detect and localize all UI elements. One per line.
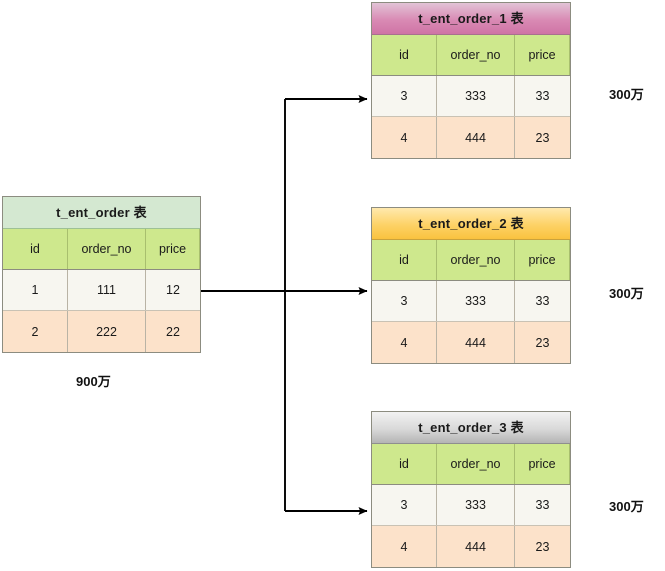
shard-3-cell-price: 23	[515, 526, 570, 567]
source-table-title: t_ent_order 表	[3, 197, 200, 229]
source-column-header-id: id	[3, 229, 68, 269]
shard-table-2-title: t_ent_order_2 表	[372, 208, 570, 240]
source-table-header-row: id order_no price	[3, 229, 200, 270]
source-column-header-order-no: order_no	[68, 229, 146, 269]
shard-1-cell-price: 33	[515, 76, 570, 116]
shard-1-column-header-price: price	[515, 35, 570, 75]
shard-2-cell-order-no: 444	[437, 322, 515, 363]
source-cell-order-no: 222	[68, 311, 146, 352]
shard-2-column-header-id: id	[372, 240, 437, 280]
shard-2-cell-id: 3	[372, 281, 437, 321]
table-row: 4 444 23	[372, 117, 570, 158]
shard-3-cell-price: 33	[515, 485, 570, 525]
shard-table-1-title: t_ent_order_1 表	[372, 3, 570, 35]
shard-table-3-header-row: id order_no price	[372, 444, 570, 485]
source-column-header-price: price	[146, 229, 200, 269]
shard-3-column-header-price: price	[515, 444, 570, 484]
shard-1-cell-price: 23	[515, 117, 570, 158]
shard-1-column-header-order-no: order_no	[437, 35, 515, 75]
shard-1-cell-id: 4	[372, 117, 437, 158]
table-row: 3 333 33	[372, 485, 570, 526]
shard-3-column-header-order-no: order_no	[437, 444, 515, 484]
shard-table-3: t_ent_order_3 表 id order_no price 3 333 …	[371, 411, 571, 568]
shard-3-cell-id: 4	[372, 526, 437, 567]
shard-3-cell-id: 3	[372, 485, 437, 525]
source-cell-id: 2	[3, 311, 68, 352]
shard-2-cell-id: 4	[372, 322, 437, 363]
shard-3-cell-order-no: 333	[437, 485, 515, 525]
shard-2-cell-price: 33	[515, 281, 570, 321]
source-cell-price: 22	[146, 311, 200, 352]
shard-1-cell-order-no: 444	[437, 117, 515, 158]
shard-table-1: t_ent_order_1 表 id order_no price 3 333 …	[371, 2, 571, 159]
source-cell-order-no: 111	[68, 270, 146, 310]
shard-2-row-count-label: 300万	[609, 286, 644, 301]
table-row: 4 444 23	[372, 526, 570, 567]
table-row: 3 333 33	[372, 76, 570, 117]
shard-2-cell-price: 23	[515, 322, 570, 363]
table-row: 2 222 22	[3, 311, 200, 352]
table-row: 3 333 33	[372, 281, 570, 322]
table-row: 1 111 12	[3, 270, 200, 311]
shard-table-2-header-row: id order_no price	[372, 240, 570, 281]
source-table: t_ent_order 表 id order_no price 1 111 12…	[2, 196, 201, 353]
source-row-count-label: 900万	[76, 374, 111, 389]
shard-3-row-count-label: 300万	[609, 499, 644, 514]
shard-1-cell-id: 3	[372, 76, 437, 116]
table-row: 4 444 23	[372, 322, 570, 363]
shard-table-2: t_ent_order_2 表 id order_no price 3 333 …	[371, 207, 571, 364]
source-cell-id: 1	[3, 270, 68, 310]
shard-2-column-header-price: price	[515, 240, 570, 280]
shard-1-cell-order-no: 333	[437, 76, 515, 116]
shard-2-column-header-order-no: order_no	[437, 240, 515, 280]
shard-table-1-header-row: id order_no price	[372, 35, 570, 76]
shard-1-row-count-label: 300万	[609, 87, 644, 102]
shard-table-3-title: t_ent_order_3 表	[372, 412, 570, 444]
shard-3-column-header-id: id	[372, 444, 437, 484]
shard-1-column-header-id: id	[372, 35, 437, 75]
shard-3-cell-order-no: 444	[437, 526, 515, 567]
source-cell-price: 12	[146, 270, 200, 310]
shard-2-cell-order-no: 333	[437, 281, 515, 321]
